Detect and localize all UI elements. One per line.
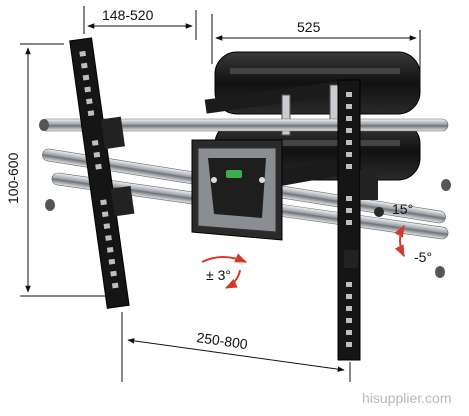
vertical-bracket-left (69, 37, 135, 309)
tilt-down-label: -5° (414, 249, 432, 265)
center-carriage (191, 139, 283, 241)
vertical-bracket-right (337, 79, 384, 361)
tilt-indicator: 15° -5° (392, 201, 432, 265)
swivel-angle-label: ± 3° (206, 267, 231, 283)
watermark-text: hisupplier.com (362, 390, 452, 406)
bottom-spacing-label: 250-800 (196, 329, 249, 352)
swivel-indicator: ± 3° (201, 253, 248, 289)
top-spacing-label: 148-520 (102, 7, 154, 23)
plate-width-label: 525 (297, 19, 321, 35)
vertical-spacing-label: 100-600 (5, 152, 21, 204)
dimension-vertical-spacing: 100-600 (5, 43, 118, 297)
level-bubble-icon (226, 170, 242, 178)
dimension-top-spacing: 148-520 (83, 6, 197, 40)
dimension-bottom-spacing: 250-800 (121, 312, 351, 382)
dimension-plate-width: 525 (211, 14, 421, 88)
tilt-up-label: 15° (392, 201, 413, 217)
